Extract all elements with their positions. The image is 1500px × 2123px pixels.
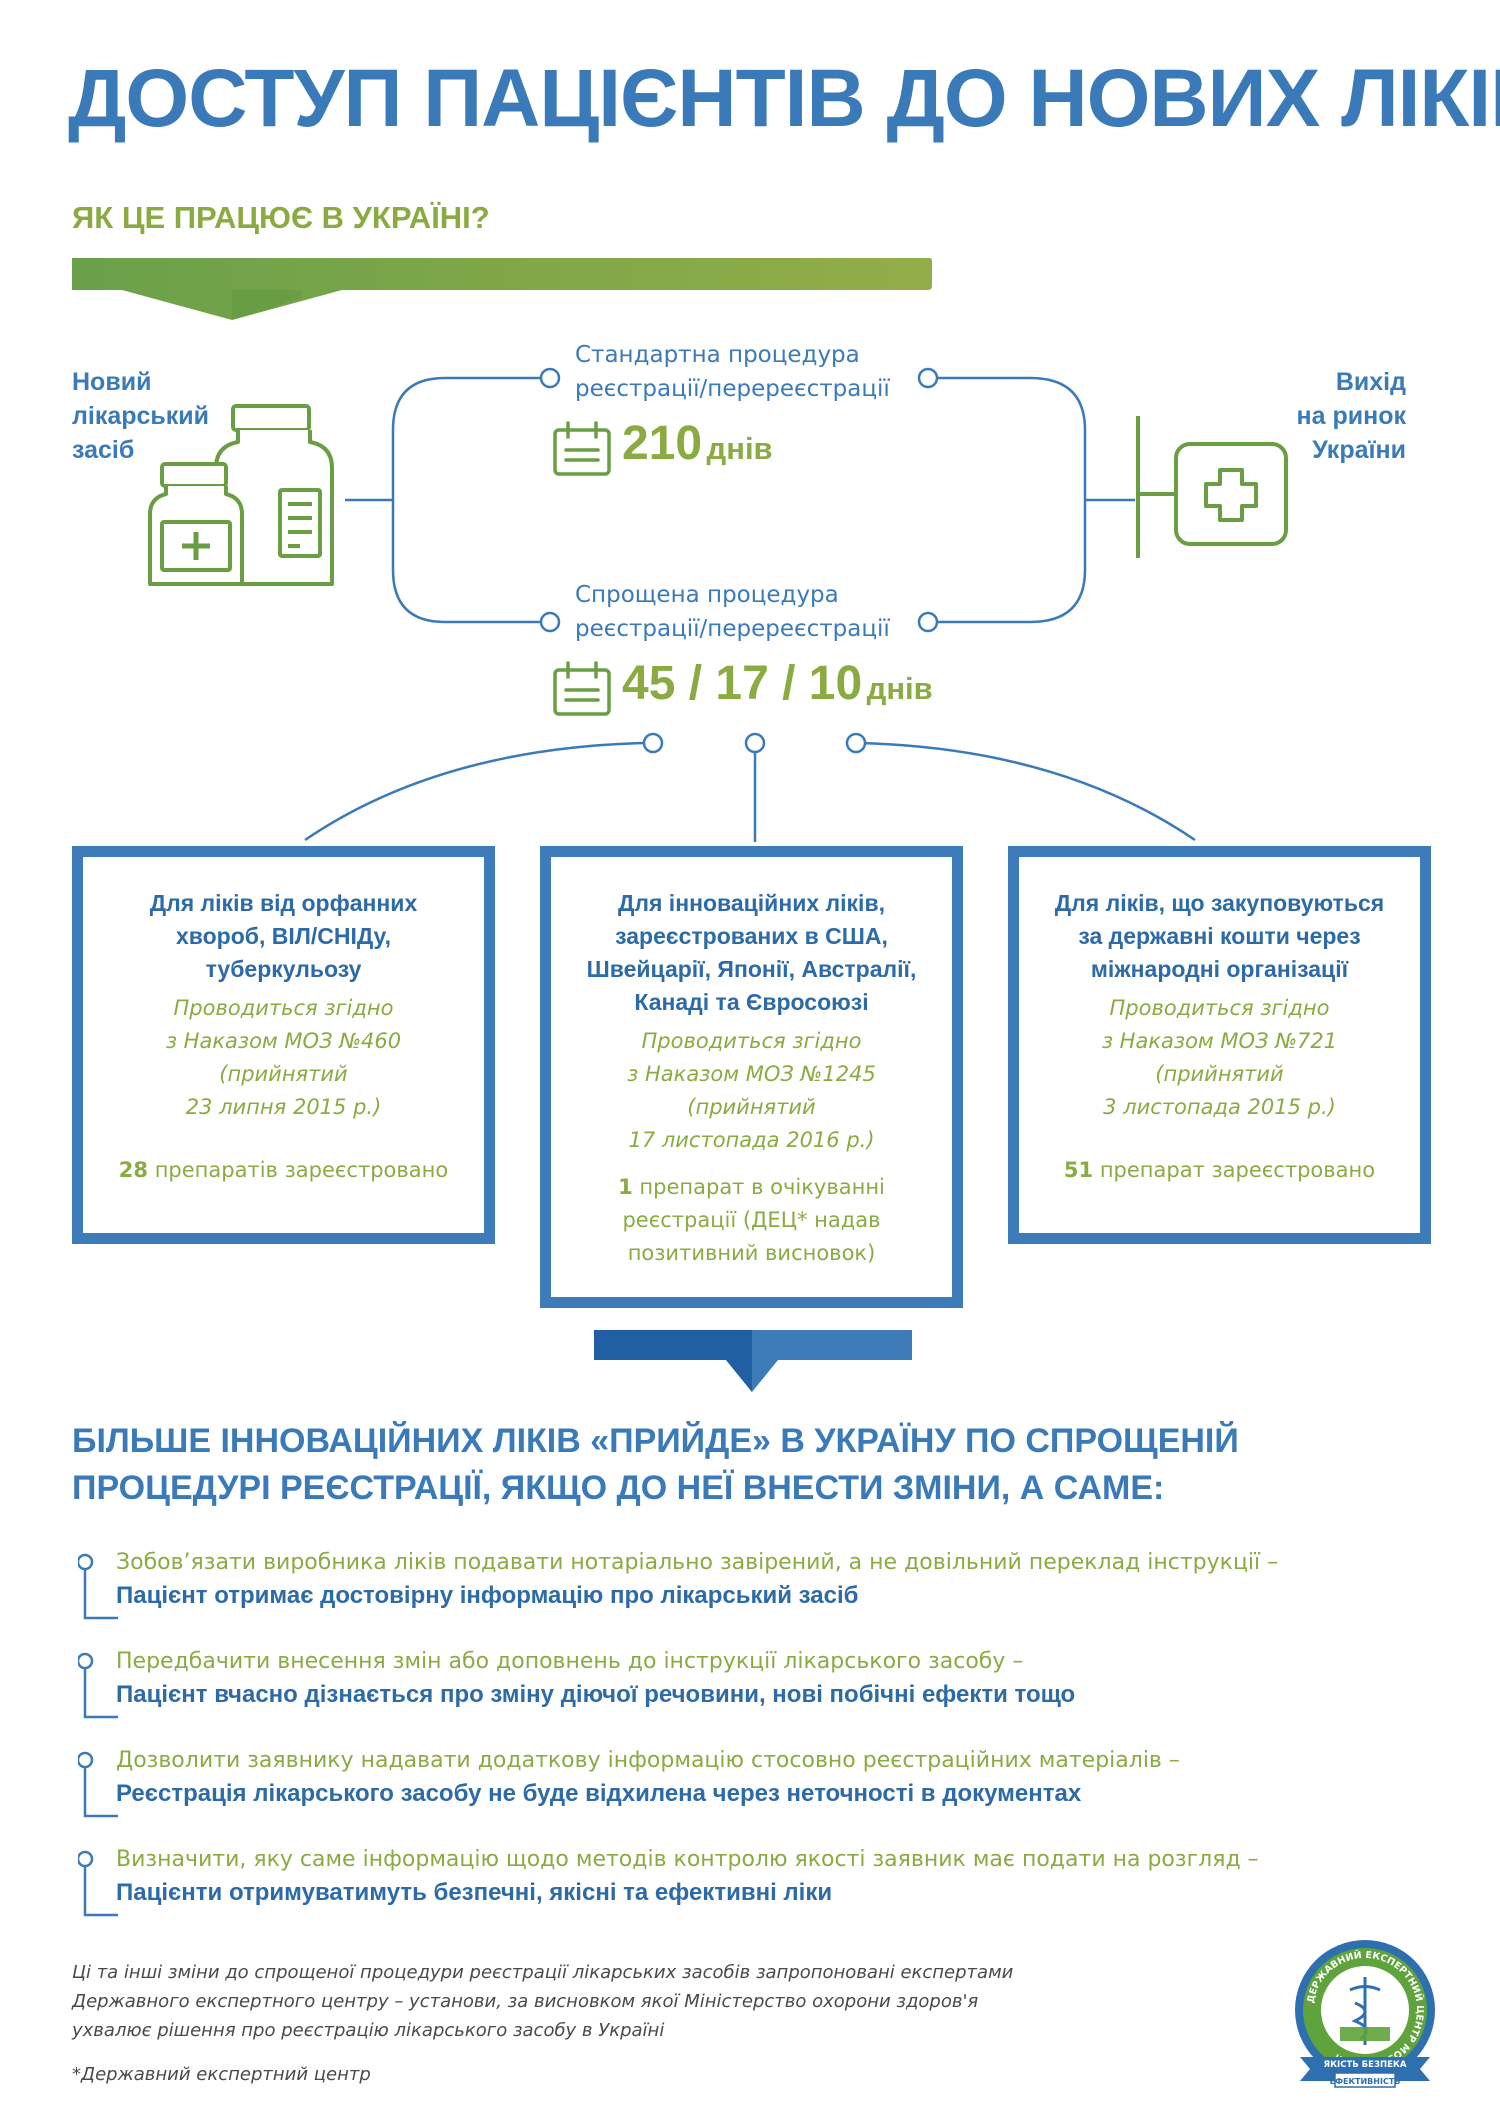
- box-note: Проводиться згідно з Наказом МОЗ №460 (п…: [165, 996, 402, 1119]
- simplified-procedure-label: Спрощена процедура реєстрації/перереєстр…: [575, 582, 890, 642]
- list-item: Визначити, яку саме інформацію щодо мето…: [78, 1843, 1478, 1917]
- svg-text:ЯКІСТЬ БЕЗПЕКА: ЯКІСТЬ БЕЗПЕКА: [1324, 2060, 1407, 2070]
- box-title: Для ліків від орфанних хвороб, ВІЛ/СНІДу…: [149, 890, 418, 982]
- start-label: Новий лікарський засіб: [72, 368, 210, 464]
- standard-procedure-label: Стандартна процедура реєстрації/перереєс…: [575, 342, 890, 402]
- innovative-drugs-box: Для інноваційних ліків, зареєстрованих в…: [540, 846, 963, 1308]
- footer-note: Ці та інші зміни до спрощеної процедури …: [72, 1962, 1014, 2041]
- green-ribbon: [72, 258, 932, 320]
- state-procurement-box: Для ліків, що закуповуються за державні …: [1008, 846, 1431, 1244]
- pharmacy-sign-icon: [1136, 416, 1288, 558]
- bullet-connector-icon: [78, 1850, 118, 1917]
- box-note: Проводиться згідно з Наказом МОЗ №721 (п…: [1101, 996, 1338, 1119]
- section-subtitle: ЯК ЦЕ ПРАЦЮЄ В УКРАЇНІ?: [72, 200, 490, 235]
- box-count: 28 препаратів зареєстровано: [118, 1158, 449, 1182]
- blue-ribbon: [594, 1330, 912, 1392]
- bullet-connector-icon: [78, 1553, 118, 1620]
- box-title: Для інноваційних ліків, зареєстрованих в…: [586, 890, 917, 1015]
- orphan-drugs-box: Для ліків від орфанних хвороб, ВІЛ/СНІДу…: [72, 846, 495, 1244]
- page-title: ДОСТУП ПАЦІЄНТІВ ДО НОВИХ ЛІКІВ: [68, 53, 1500, 144]
- standard-days: 210 днів: [622, 417, 773, 470]
- box-count: 1 препарат в очікуванні реєстрації (ДЕЦ*…: [618, 1175, 885, 1265]
- simplified-days: 45 / 17 / 10 днів: [622, 657, 933, 710]
- svg-text:ЕФЕКТИВНІСТЬ: ЕФЕКТИВНІСТЬ: [1330, 2077, 1401, 2086]
- bullet-connector-icon: [78, 1652, 118, 1719]
- box-note: Проводиться згідно з Наказом МОЗ №1245 (…: [627, 1029, 876, 1152]
- calendar-icon: [553, 661, 611, 716]
- bullet-connector-icon: [78, 1751, 118, 1818]
- changes-heading: БІЛЬШЕ ІННОВАЦІЙНИХ ЛІКІВ «ПРИЙДЕ» В УКР…: [72, 1422, 1239, 1507]
- list-item: Дозволити заявнику надавати додаткову ін…: [78, 1744, 1478, 1818]
- end-label: Вихід на ринок України: [1296, 368, 1406, 464]
- footer-asterisk-note: *Державний експертний центр: [72, 2064, 371, 2085]
- list-item: Зобов’язати виробника ліків подавати нот…: [78, 1546, 1478, 1620]
- box-title: Для ліків, що закуповуються за державні …: [1054, 890, 1385, 982]
- calendar-icon: [553, 421, 611, 476]
- box-count: 51 препарат зареєстровано: [1063, 1158, 1376, 1182]
- list-item: Передбачити внесення змін або доповнень …: [78, 1645, 1478, 1719]
- procedure-flow-lines: [304, 367, 1196, 842]
- medicine-bottles-icon: [148, 404, 334, 586]
- dec-logo-icon: ДЕРЖАВНИЙ ЕКСПЕРТНИЙ ЦЕНТР МОЗ УКРАЇНИ Я…: [1295, 1940, 1435, 2088]
